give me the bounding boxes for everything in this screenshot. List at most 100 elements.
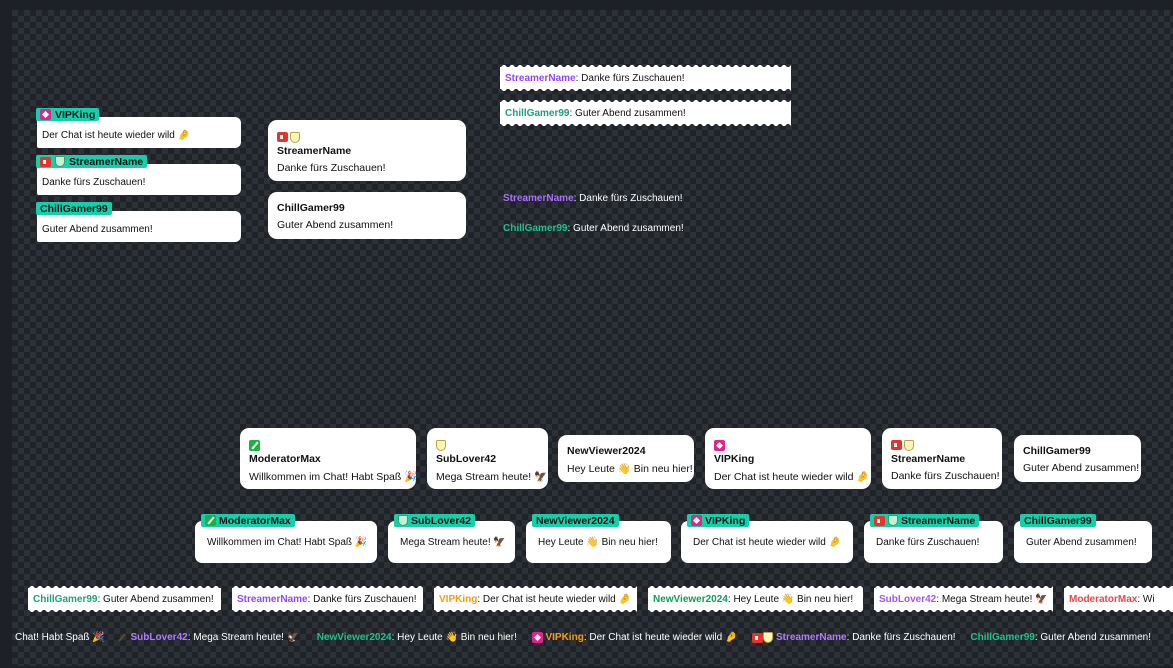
- shield-icon: [904, 439, 914, 451]
- message-text: Danke fürs Zuschauen!: [581, 72, 685, 84]
- message-text: Guter Abend zusammen!: [1026, 536, 1137, 548]
- broadcaster-badge-icon: [874, 515, 885, 526]
- wavy-row-sub: SubLover42: Mega Stream heute! 🦅: [874, 585, 1053, 613]
- colon: :: [569, 107, 573, 119]
- row-card-vip: VIPKing Der Chat ist heute wieder wild 🤌: [705, 428, 871, 489]
- message-text: Wi: [1142, 593, 1155, 605]
- moderator-badge-icon: [249, 439, 260, 451]
- user-tag: StreamerName: [870, 514, 980, 527]
- wavy-row-newviewer: NewViewer2024: Hey Leute 👋 Bin neu hier!: [648, 585, 863, 613]
- chat-ticker: Chat! Habt Spaß 🎉 SubLover42: Mega Strea…: [15, 628, 1151, 647]
- username: ChillGamer99: [1023, 445, 1091, 457]
- message-text: Guter Abend zusammen!: [573, 223, 684, 234]
- wavy-row-vip: VIPKing: Der Chat ist heute wieder wild …: [434, 585, 637, 613]
- username: ChillGamer99: [33, 593, 98, 605]
- shield-icon: [55, 156, 65, 167]
- message-text: Danke fürs Zuschauen!: [852, 632, 956, 643]
- message-text: Guter Abend zusammen!: [277, 219, 394, 231]
- username: StreamerName: [503, 193, 574, 204]
- username: ChillGamer99: [505, 107, 570, 119]
- colon: :: [187, 632, 191, 643]
- wavy-row-streamer: StreamerName: Danke fürs Zuschauen!: [232, 585, 423, 613]
- message-text: Der Chat ist heute wieder wild 🤌: [589, 632, 738, 643]
- message-text: Mega Stream heute! 🦅: [941, 593, 1048, 605]
- box-message-chill: ChillGamer99 Guter Abend zusammen!: [1014, 514, 1152, 563]
- vip-badge-icon: [691, 515, 702, 526]
- username: ModeratorMax: [1069, 593, 1138, 605]
- colon: :: [727, 593, 731, 605]
- shield-icon: [888, 515, 898, 526]
- box-message-sub: SubLover42 Mega Stream heute! 🦅: [388, 514, 515, 563]
- message-text: Danke fürs Zuschauen!: [42, 177, 146, 188]
- wavy-message-chill: ChillGamer99: Guter Abend zusammen!: [500, 99, 791, 127]
- row-card-mod: ModeratorMax Willkommen im Chat! Habt Sp…: [240, 428, 418, 489]
- message-text: Hey Leute 👋 Bin neu hier!: [538, 536, 658, 548]
- username: ModeratorMax: [219, 514, 291, 527]
- chat-card-chill: ChillGamer99 Guter Abend zusammen!: [268, 192, 466, 239]
- box-message-vip: VIPKing Der Chat ist heute wieder wild 🤌: [681, 514, 853, 563]
- vip-badge-icon: [714, 439, 725, 451]
- username: StreamerName: [776, 632, 847, 643]
- username: SubLover42: [879, 593, 937, 605]
- colon: :: [307, 593, 311, 605]
- user-tag: VIPKing: [36, 108, 100, 121]
- colon: :: [567, 223, 571, 234]
- username: VIPKing: [705, 514, 746, 527]
- chat-message-vip: VIPKing Der Chat ist heute wieder wild 🤌: [36, 108, 241, 148]
- message-text: Hey Leute 👋 Bin neu hier!: [397, 632, 517, 643]
- broadcaster-badge-icon: [891, 440, 902, 450]
- ticker-lead-text: Chat! Habt Spaß 🎉: [15, 632, 105, 643]
- username: VIPKing: [55, 108, 96, 121]
- message-text: Guter Abend zusammen!: [1023, 462, 1140, 474]
- username: StreamerName: [237, 593, 308, 605]
- username: StreamerName: [901, 514, 976, 527]
- username: NewViewer2024: [536, 514, 615, 527]
- wavy-message-streamer: StreamerName: Danke fürs Zuschauen!: [500, 64, 791, 92]
- username: VIPKing: [439, 593, 478, 605]
- wavy-row-mod: ModeratorMax: Wi: [1064, 585, 1173, 613]
- username: NewViewer2024: [567, 445, 646, 457]
- plain-message-chill: ChillGamer99: Guter Abend zusammen!: [503, 223, 684, 234]
- user-tag: ChillGamer99: [36, 202, 112, 215]
- username: ChillGamer99: [277, 202, 345, 214]
- chat-message-chill: ChillGamer99 Guter Abend zusammen!: [36, 202, 241, 242]
- user-tag: StreamerName: [36, 155, 148, 168]
- vip-badge-icon: [531, 632, 543, 643]
- message-text: Willkommen im Chat! Habt Spaß 🎉: [207, 536, 368, 548]
- user-tag: ModeratorMax: [201, 514, 295, 527]
- vip-badge-icon: [40, 109, 51, 120]
- username: SubLover42: [411, 514, 472, 527]
- user-tag: NewViewer2024: [532, 514, 619, 527]
- colon: :: [936, 593, 940, 605]
- username: StreamerName: [891, 453, 966, 465]
- message-text: Guter Abend zusammen!: [1040, 632, 1152, 643]
- shield-icon: [290, 131, 300, 143]
- message-text: Mega Stream heute! 🦅: [193, 632, 300, 643]
- username: ModeratorMax: [249, 453, 321, 465]
- overlay-preview-canvas: VIPKing Der Chat ist heute wieder wild 🤌…: [12, 10, 1173, 666]
- row-card-chill: ChillGamer99 Guter Abend zusammen!: [1014, 435, 1141, 482]
- username: StreamerName: [505, 72, 576, 84]
- message-text: Guter Abend zusammen!: [103, 593, 214, 605]
- username: StreamerName: [277, 145, 352, 157]
- message-text: Der Chat ist heute wieder wild 🤌: [693, 536, 842, 548]
- plain-message-streamer: StreamerName: Danke fürs Zuschauen!: [503, 193, 683, 204]
- message-text: Der Chat ist heute wieder wild 🤌: [42, 130, 191, 141]
- username: SubLover42: [436, 453, 497, 465]
- colon: :: [1034, 632, 1038, 643]
- message-text: Danke fürs Zuschauen!: [876, 536, 980, 548]
- wavy-row-chill: ChillGamer99: Guter Abend zusammen!: [28, 585, 221, 613]
- message-text: Danke fürs Zuschauen!: [579, 193, 683, 204]
- broadcaster-badge-icon: [40, 156, 51, 167]
- user-tag: SubLover42: [394, 514, 476, 527]
- message-text: Danke fürs Zuschauen!: [277, 162, 386, 174]
- message-text: Danke fürs Zuschauen!: [313, 593, 417, 605]
- username: NewViewer2024: [316, 632, 392, 643]
- chat-message-streamer: StreamerName Danke fürs Zuschauen!: [36, 155, 241, 195]
- chat-card-streamer: StreamerName Danke fürs Zuschauen!: [268, 120, 466, 181]
- message-text: Willkommen im Chat! Habt Spaß 🎉: [249, 471, 418, 483]
- colon: :: [846, 632, 850, 643]
- username: ChillGamer99: [503, 223, 568, 234]
- message-text: Der Chat ist heute wieder wild 🤌: [714, 471, 870, 483]
- username: ChillGamer99: [970, 632, 1035, 643]
